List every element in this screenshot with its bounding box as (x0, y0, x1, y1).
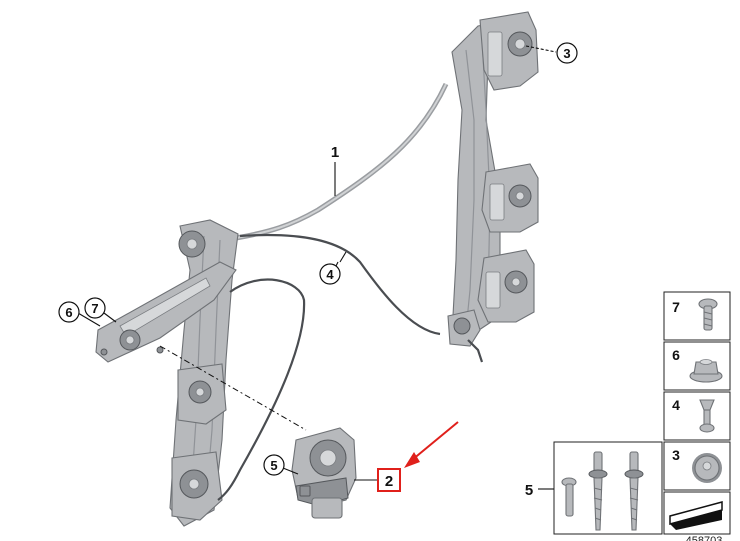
callout-6: 6 (58, 301, 101, 327)
stud-bolt-icon-2 (624, 451, 644, 531)
gear-icon (692, 453, 722, 483)
image-number: 458703 (686, 535, 723, 541)
callout-4: 4 (319, 251, 347, 285)
cable-clip-icon (699, 399, 715, 433)
assembly-dashed-line (159, 345, 307, 431)
callout-2-highlight-box (377, 468, 401, 492)
callout-1: 1 (331, 144, 339, 196)
callout-5-label: 5 (270, 458, 277, 473)
legend-panel: 7 6 4 3 (525, 291, 731, 535)
stud-bolt-icon (588, 451, 608, 531)
callout-7: 7 (84, 297, 117, 323)
callout-5: 5 (263, 454, 299, 476)
bolt-icon (561, 477, 577, 517)
callout-3: 3 (525, 42, 578, 64)
callout-4-label: 4 (326, 267, 334, 282)
callout-2-label: 2 (385, 473, 393, 490)
legend-item-5-label: 5 (525, 482, 533, 499)
red-arrow-icon (404, 421, 459, 468)
callout-1-label: 1 (331, 144, 339, 161)
legend-item-4-label: 4 (672, 397, 680, 413)
callout-7-label: 7 (91, 301, 98, 316)
window-regulator-assembly (95, 11, 539, 527)
screw-icon (698, 298, 718, 331)
window-motor (291, 427, 357, 519)
callout-6-label: 6 (65, 305, 72, 320)
legend-item-6-label: 6 (672, 347, 680, 363)
legend-item-3-label: 3 (672, 447, 680, 463)
flange-nut-icon (689, 359, 723, 383)
callout-2: 2 (354, 468, 401, 492)
callout-3-label: 3 (563, 46, 570, 61)
wedge-icon (669, 501, 723, 530)
legend-item-7-label: 7 (672, 299, 680, 315)
